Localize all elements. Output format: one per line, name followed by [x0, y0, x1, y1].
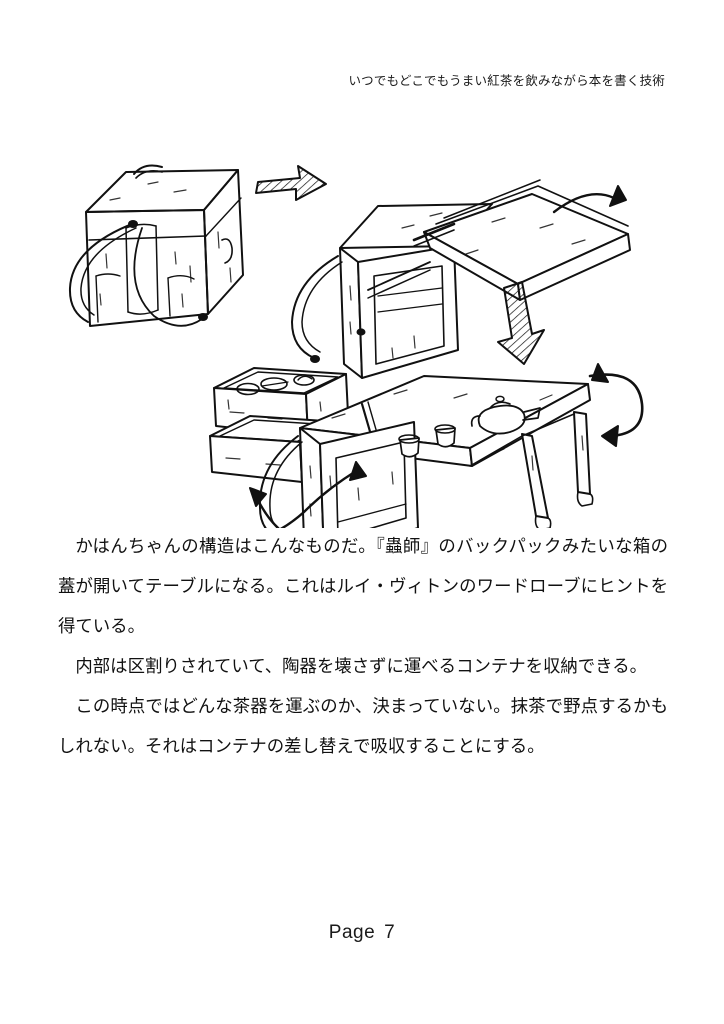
running-header: いつでもどこでもうまい紅茶を飲みながら本を書く技術 [348, 74, 665, 88]
body-text: かはんちゃんの構造はこんなものだ。『蟲師』のバックパックみたいな箱の蓋が開いてテ… [58, 526, 668, 766]
arrow-tray-insert [249, 461, 367, 528]
paragraph-1: かはんちゃんの構造はこんなものだ。『蟲師』のバックパックみたいな箱の蓋が開いてテ… [58, 536, 668, 636]
arrow-curve-double-right [588, 363, 644, 447]
backpack-closed-illustration [68, 164, 244, 327]
container-trays-illustration [209, 367, 349, 483]
page-footer: Page 7 [0, 922, 724, 944]
arrow-down-hatched [497, 281, 545, 365]
page-footer-label: Page [328, 922, 376, 943]
arrow-right-hatched [255, 165, 327, 201]
paragraph-2: 内部は区割りされていて、陶器を壊さずに運べるコンテナを収納できる。 [75, 656, 648, 676]
table-assembled-illustration [258, 375, 594, 528]
paragraph-3: この時点ではどんな茶器を運ぶのか、決まっていない。抹茶で野点するかもしれない。そ… [58, 696, 668, 756]
arrow-curve-right [552, 185, 627, 214]
page-number: 7 [384, 922, 396, 943]
box-lid-opening-illustration [291, 179, 631, 379]
figure-backpack-table-diagram [62, 136, 662, 528]
teaware-group [398, 395, 541, 458]
